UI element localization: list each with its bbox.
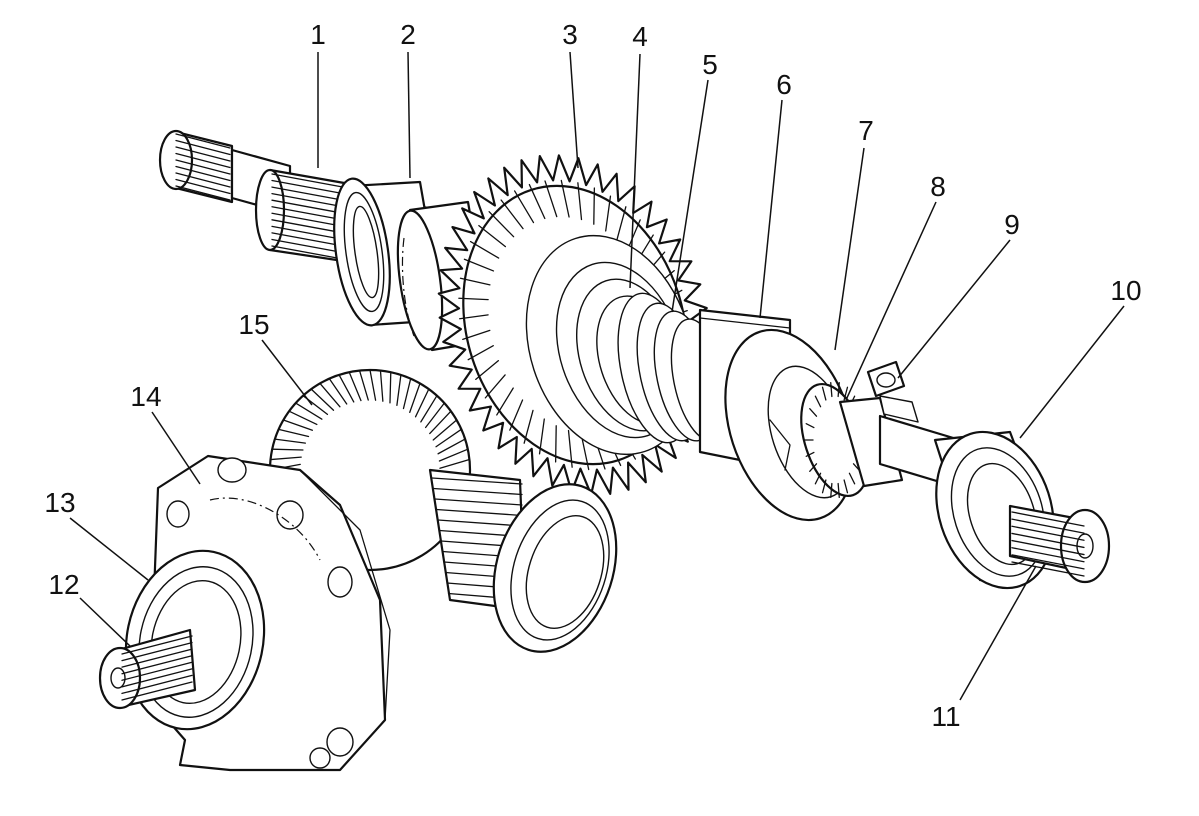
right-spline-end <box>1008 504 1111 584</box>
callout-6: 6 <box>776 69 792 100</box>
callout-4: 4 <box>632 21 648 52</box>
callout-15: 15 <box>238 309 269 340</box>
left-spline-end <box>158 129 234 204</box>
callout-labels: 1 2 3 4 5 6 7 8 9 10 11 12 13 14 15 <box>44 19 1141 732</box>
callout-8: 8 <box>930 171 946 202</box>
bearing-10 <box>933 430 1060 590</box>
callout-11: 11 <box>931 701 960 732</box>
callout-9: 9 <box>1004 209 1020 240</box>
callout-10: 10 <box>1110 275 1141 306</box>
callout-7: 7 <box>858 115 874 146</box>
diff-bearing <box>492 483 618 653</box>
callout-12: 12 <box>48 569 79 600</box>
callout-14: 14 <box>130 381 161 412</box>
leader-lines <box>69 51 1125 701</box>
callout-2: 2 <box>400 19 416 50</box>
differential-assembly <box>98 368 618 772</box>
callout-1: 1 <box>310 19 326 50</box>
callout-13: 13 <box>44 487 75 518</box>
callout-3: 3 <box>562 19 578 50</box>
callout-5: 5 <box>702 49 718 80</box>
clamp-9 <box>866 360 919 423</box>
output-spline-12 <box>98 628 197 710</box>
upper-shaft-assembly <box>158 129 1111 590</box>
